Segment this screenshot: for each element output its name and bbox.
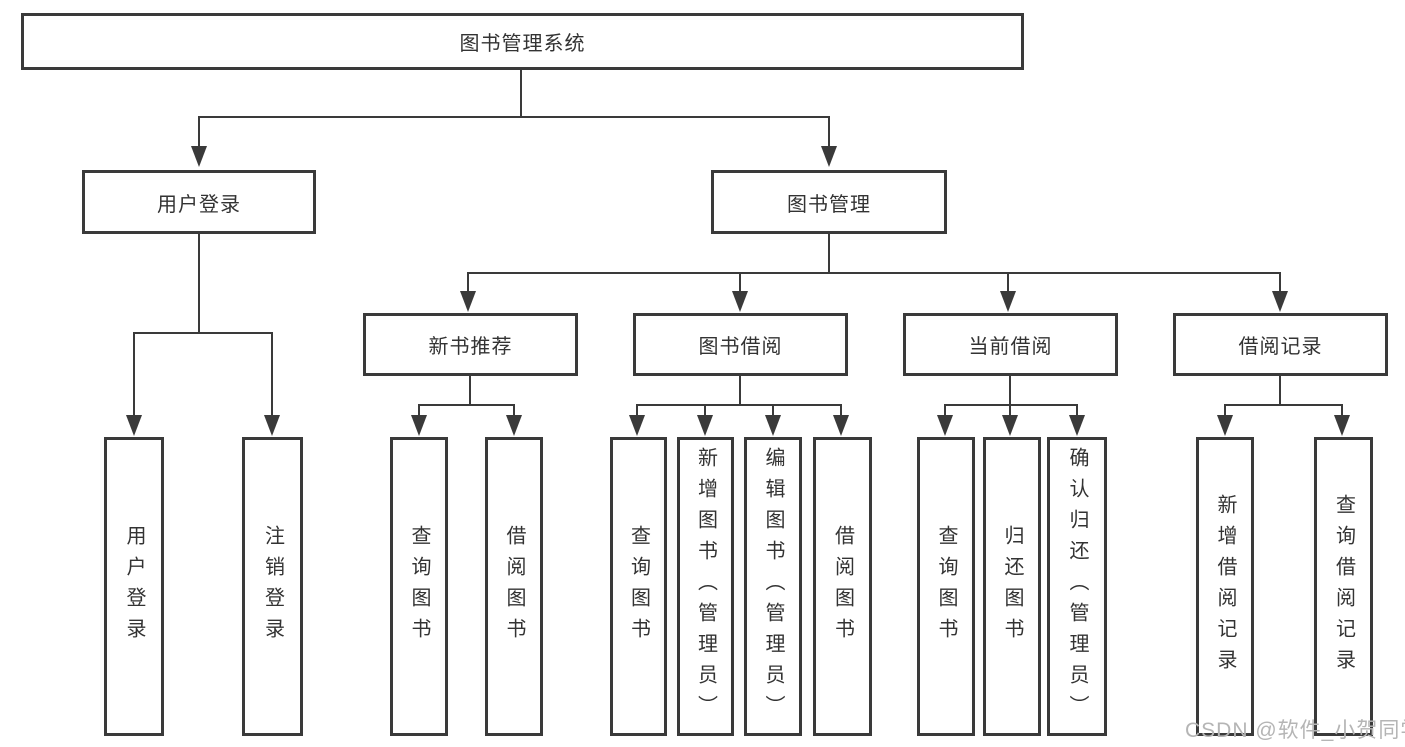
arrow-down-icon <box>765 415 781 436</box>
leaf-confirm-return-admin: 确认归还（管理员） <box>1047 437 1107 736</box>
arrow-down-icon <box>411 415 427 436</box>
connector-line <box>944 404 946 420</box>
arrow-down-icon <box>629 415 645 436</box>
leaf-return-books: 归还图书 <box>983 437 1041 736</box>
leaf-logout: 注销登录 <box>242 437 303 736</box>
arrow-down-icon <box>264 415 280 436</box>
connector-line <box>469 376 471 406</box>
arrow-down-icon <box>937 415 953 436</box>
leaf-label: 用户登录 <box>123 524 145 649</box>
connector-line <box>513 404 515 420</box>
node-book-management: 图书管理 <box>711 170 947 234</box>
connector-line <box>133 332 135 418</box>
leaf-label: 确认归还（管理员） <box>1066 447 1088 726</box>
node-current-borrow: 当前借阅 <box>903 313 1118 376</box>
connector-line <box>418 404 420 420</box>
node-new-book-recommend: 新书推荐 <box>363 313 578 376</box>
arrow-down-icon <box>1217 415 1233 436</box>
node-label: 新书推荐 <box>428 336 513 358</box>
connector-line <box>840 404 842 420</box>
connector-line <box>636 404 638 420</box>
node-user-login: 用户登录 <box>82 170 316 234</box>
connector-line <box>739 272 741 294</box>
connector-line <box>828 116 830 149</box>
leaf-add-books-admin: 新增图书（管理员） <box>677 437 734 736</box>
arrow-down-icon <box>821 146 837 167</box>
leaf-label: 注销登录 <box>261 524 284 649</box>
connector-line <box>1009 404 1011 420</box>
connector-line <box>198 116 830 118</box>
arrow-down-icon <box>1000 291 1016 312</box>
connector-line <box>704 404 706 420</box>
connector-line <box>520 69 522 118</box>
leaf-label: 归还图书 <box>1001 524 1023 649</box>
leaf-label: 查询借阅记录 <box>1332 493 1355 680</box>
connector-line <box>739 376 741 406</box>
connector-line <box>1224 404 1343 406</box>
connector-line <box>1224 404 1226 420</box>
arrow-down-icon <box>191 146 207 167</box>
node-label: 图书借阅 <box>698 336 783 358</box>
connector-line <box>772 404 774 420</box>
connector-line <box>133 332 273 334</box>
leaf-label: 借阅图书 <box>503 524 525 649</box>
connector-line <box>636 404 842 406</box>
leaf-user-login: 用户登录 <box>104 437 164 736</box>
node-book-borrow: 图书借阅 <box>633 313 848 376</box>
watermark: CSDN @软件_小贺同学 <box>1185 719 1405 742</box>
arrow-down-icon <box>1334 415 1350 436</box>
leaf-label: 查询图书 <box>408 524 430 649</box>
connector-line <box>198 233 200 334</box>
leaf-add-borrow-record: 新增借阅记录 <box>1196 437 1254 736</box>
leaf-query-borrow-record: 查询借阅记录 <box>1314 437 1373 736</box>
leaf-query-books: 查询图书 <box>390 437 448 736</box>
connector-line <box>198 116 200 149</box>
arrow-down-icon <box>732 291 748 312</box>
connector-line <box>271 332 273 418</box>
connector-line <box>1076 404 1078 420</box>
connector-line <box>1007 272 1009 294</box>
leaf-query-books: 查询图书 <box>917 437 975 736</box>
leaf-label: 查询图书 <box>935 524 957 649</box>
leaf-borrow-books: 借阅图书 <box>485 437 543 736</box>
leaf-label: 借阅图书 <box>831 524 854 649</box>
leaf-label: 查询图书 <box>627 524 650 649</box>
leaf-query-books: 查询图书 <box>610 437 667 736</box>
node-root: 图书管理系统 <box>21 13 1024 70</box>
node-label: 借阅记录 <box>1238 336 1323 358</box>
connector-line <box>467 272 469 294</box>
arrow-down-icon <box>1069 415 1085 436</box>
leaf-label: 新增图书（管理员） <box>694 447 717 726</box>
connector-line <box>1341 404 1343 420</box>
node-borrow-records: 借阅记录 <box>1173 313 1388 376</box>
connector-line <box>1279 376 1281 406</box>
arrow-down-icon <box>506 415 522 436</box>
arrow-down-icon <box>1272 291 1288 312</box>
connector-line <box>1279 272 1281 294</box>
connector-line <box>828 233 830 274</box>
node-root-label: 图书管理系统 <box>459 33 586 55</box>
leaf-label: 新增借阅记录 <box>1214 493 1236 680</box>
arrow-down-icon <box>126 415 142 436</box>
node-label: 用户登录 <box>157 193 241 216</box>
connector-line <box>1009 376 1011 406</box>
connector-line <box>944 404 1078 406</box>
node-label: 当前借阅 <box>968 336 1053 358</box>
arrow-down-icon <box>697 415 713 436</box>
arrow-down-icon <box>833 415 849 436</box>
leaf-label: 编辑图书（管理员） <box>762 447 784 726</box>
arrow-down-icon <box>1002 415 1018 436</box>
leaf-borrow-books: 借阅图书 <box>813 437 872 736</box>
leaf-edit-books-admin: 编辑图书（管理员） <box>744 437 802 736</box>
connector-line <box>467 272 1281 274</box>
connector-line <box>418 404 515 406</box>
node-label: 图书管理 <box>787 193 871 216</box>
arrow-down-icon <box>460 291 476 312</box>
